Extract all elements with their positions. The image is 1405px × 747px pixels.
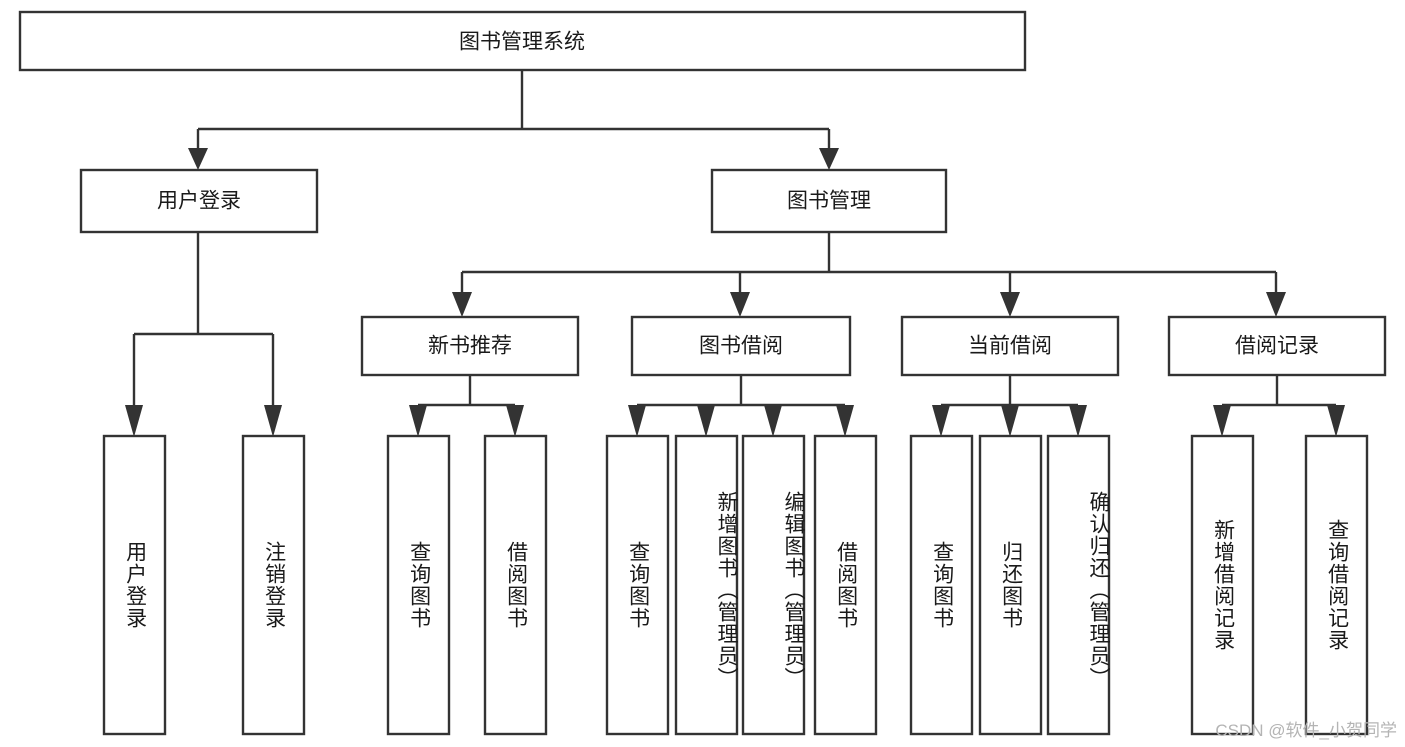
node-current-borrow-label: 当前借阅 bbox=[968, 335, 1052, 358]
node-new-book-recommend-box[interactable] bbox=[360, 315, 580, 377]
connectors-borrow-record-to-leaves bbox=[1213, 375, 1345, 437]
leaf-add-record-box[interactable] bbox=[1190, 434, 1255, 736]
leaf-borrow-book-box[interactable] bbox=[813, 434, 878, 736]
node-root-box[interactable] bbox=[18, 10, 1027, 72]
arrowhead-current-borrow bbox=[1000, 292, 1020, 317]
node-user-login[interactable]: 用户登录 bbox=[79, 168, 319, 234]
node-new-book-recommend[interactable]: 新书推荐 bbox=[360, 315, 580, 377]
leaf-user-login-box[interactable] bbox=[102, 434, 167, 736]
arrowhead-new-book-recommend bbox=[452, 292, 472, 317]
node-book-manage[interactable]: 图书管理 bbox=[710, 168, 948, 234]
arrowhead-book-borrow bbox=[730, 292, 750, 317]
leaf-query-book-cur-box[interactable] bbox=[909, 434, 974, 736]
node-book-borrow-box[interactable] bbox=[630, 315, 852, 377]
arrowhead-leaf-query-book-rec bbox=[409, 405, 427, 437]
node-user-login-label: 用户登录 bbox=[157, 190, 241, 213]
arrowhead-user-login bbox=[188, 148, 208, 170]
leaf-user-logout-box[interactable] bbox=[241, 434, 306, 736]
node-new-book-recommend-label: 新书推荐 bbox=[428, 335, 512, 358]
leaf-boxes bbox=[102, 434, 1369, 736]
node-borrow-record-box[interactable] bbox=[1167, 315, 1387, 377]
connectors-current-borrow-to-leaves bbox=[932, 375, 1087, 437]
connectors-root-to-level2 bbox=[188, 70, 839, 170]
arrowhead-leaf-return-book bbox=[1001, 405, 1019, 437]
arrowhead-leaf-borrow-book-rec bbox=[506, 405, 524, 437]
leaf-query-book-borrow-box[interactable] bbox=[605, 434, 670, 736]
node-current-borrow[interactable]: 当前借阅 bbox=[900, 315, 1120, 377]
leaf-return-book-box[interactable] bbox=[978, 434, 1043, 736]
node-user-login-box[interactable] bbox=[79, 168, 319, 234]
node-book-borrow-label: 图书借阅 bbox=[699, 335, 783, 358]
watermark-text: CSDN @软件_小贺同学 bbox=[1215, 721, 1397, 740]
connectors-new-book-recommend-to-leaves bbox=[409, 375, 524, 437]
node-current-borrow-box[interactable] bbox=[900, 315, 1120, 377]
node-book-manage-box[interactable] bbox=[710, 168, 948, 234]
arrowhead-leaf-add-book bbox=[697, 405, 715, 437]
leaf-borrow-book-rec-box[interactable] bbox=[483, 434, 548, 736]
leaf-query-record-box[interactable] bbox=[1304, 434, 1369, 736]
arrowhead-leaf-user-login bbox=[125, 405, 143, 437]
connectors-book-manage-to-level3 bbox=[452, 232, 1286, 317]
arrowhead-leaf-query-book-cur bbox=[932, 405, 950, 437]
leaf-edit-book-box[interactable] bbox=[741, 434, 806, 736]
node-book-borrow[interactable]: 图书借阅 bbox=[630, 315, 852, 377]
arrowhead-borrow-record bbox=[1266, 292, 1286, 317]
arrowhead-leaf-add-record bbox=[1213, 405, 1231, 437]
arrowhead-leaf-query-book-borrow bbox=[628, 405, 646, 437]
arrowhead-leaf-edit-book bbox=[764, 405, 782, 437]
node-borrow-record-label: 借阅记录 bbox=[1235, 335, 1319, 358]
node-root-label: 图书管理系统 bbox=[459, 31, 585, 54]
arrowhead-leaf-query-record bbox=[1327, 405, 1345, 437]
connectors-book-borrow-to-leaves bbox=[628, 375, 854, 437]
arrowhead-leaf-confirm-return bbox=[1069, 405, 1087, 437]
connectors-user-login-to-leaves bbox=[125, 232, 282, 437]
leaf-add-book-box[interactable] bbox=[674, 434, 739, 736]
node-borrow-record[interactable]: 借阅记录 bbox=[1167, 315, 1387, 377]
node-root[interactable]: 图书管理系统 bbox=[18, 10, 1027, 72]
arrowhead-leaf-user-logout bbox=[264, 405, 282, 437]
arrowhead-leaf-borrow-book bbox=[836, 405, 854, 437]
leaf-confirm-return-box[interactable] bbox=[1046, 434, 1111, 736]
arrowhead-book-manage bbox=[819, 148, 839, 170]
leaf-query-book-rec-box[interactable] bbox=[386, 434, 451, 736]
node-book-manage-label: 图书管理 bbox=[787, 190, 871, 213]
